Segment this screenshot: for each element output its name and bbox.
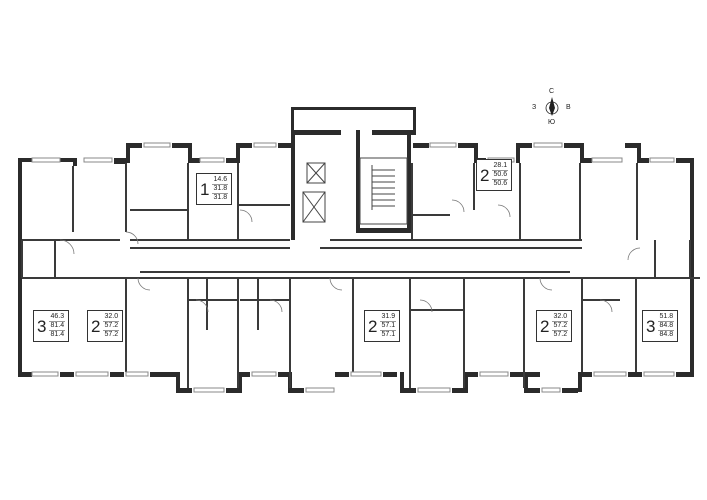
total-area: 50.6 xyxy=(492,171,509,180)
compass-needle-icon xyxy=(545,97,559,116)
total-area: 84.8 xyxy=(658,322,675,331)
room-count: 3 xyxy=(37,316,47,336)
stairwell xyxy=(359,157,408,225)
apartment-label-2-room-upper-right: 2 28.1 50.6 50.6 xyxy=(476,159,513,191)
total-area-with-balcony: 31.8 xyxy=(213,194,228,201)
compass-west-label: З xyxy=(532,104,537,111)
total-area-with-balcony: 81.4 xyxy=(50,331,65,338)
living-area: 32.0 xyxy=(103,313,120,322)
total-area: 57.1 xyxy=(380,322,397,331)
apartment-label-2-room-lower-left: 2 32.0 57.2 57.2 xyxy=(87,310,124,342)
total-area-with-balcony: 57.2 xyxy=(553,331,568,338)
room-count: 1 xyxy=(200,179,210,199)
total-area: 57.2 xyxy=(103,322,120,331)
total-area-with-balcony: 57.2 xyxy=(104,331,119,338)
room-count: 2 xyxy=(540,316,550,336)
apartment-label-2-room-lower-right: 2 32.0 57.2 57.2 xyxy=(536,310,573,342)
total-area: 81.4 xyxy=(49,322,66,331)
living-area: 28.1 xyxy=(492,162,509,171)
apartment-label-3-room-right: 3 51.8 84.8 84.8 xyxy=(642,310,679,342)
compass-rose: С З В Ю xyxy=(530,88,574,132)
interior-walls xyxy=(21,163,700,388)
doors xyxy=(59,199,641,313)
exterior-walls xyxy=(18,107,694,393)
apartment-label-1-room: 1 14.6 31.8 31.8 xyxy=(196,173,233,205)
room-count: 2 xyxy=(91,316,101,336)
room-count: 3 xyxy=(646,316,656,336)
living-area: 14.6 xyxy=(212,176,229,185)
living-area: 46.3 xyxy=(49,313,66,322)
apartment-label-3-room-left: 3 46.3 81.4 81.4 xyxy=(33,310,70,342)
total-area-with-balcony: 50.6 xyxy=(493,180,508,187)
living-area: 51.8 xyxy=(658,313,675,322)
living-area: 31.9 xyxy=(380,313,397,322)
compass-east-label: В xyxy=(566,104,571,111)
elevators xyxy=(302,162,326,223)
total-area-with-balcony: 57.1 xyxy=(381,331,396,338)
total-area-with-balcony: 84.8 xyxy=(659,331,674,338)
total-area: 31.8 xyxy=(212,185,229,194)
room-count: 2 xyxy=(368,316,378,336)
windows xyxy=(31,142,675,393)
compass-south-label: Ю xyxy=(548,119,556,126)
room-count: 2 xyxy=(480,165,490,185)
total-area: 57.2 xyxy=(552,322,569,331)
living-area: 32.0 xyxy=(552,313,569,322)
compass-north-label: С xyxy=(549,88,555,95)
apartment-label-2-room-center: 2 31.9 57.1 57.1 xyxy=(364,310,401,342)
